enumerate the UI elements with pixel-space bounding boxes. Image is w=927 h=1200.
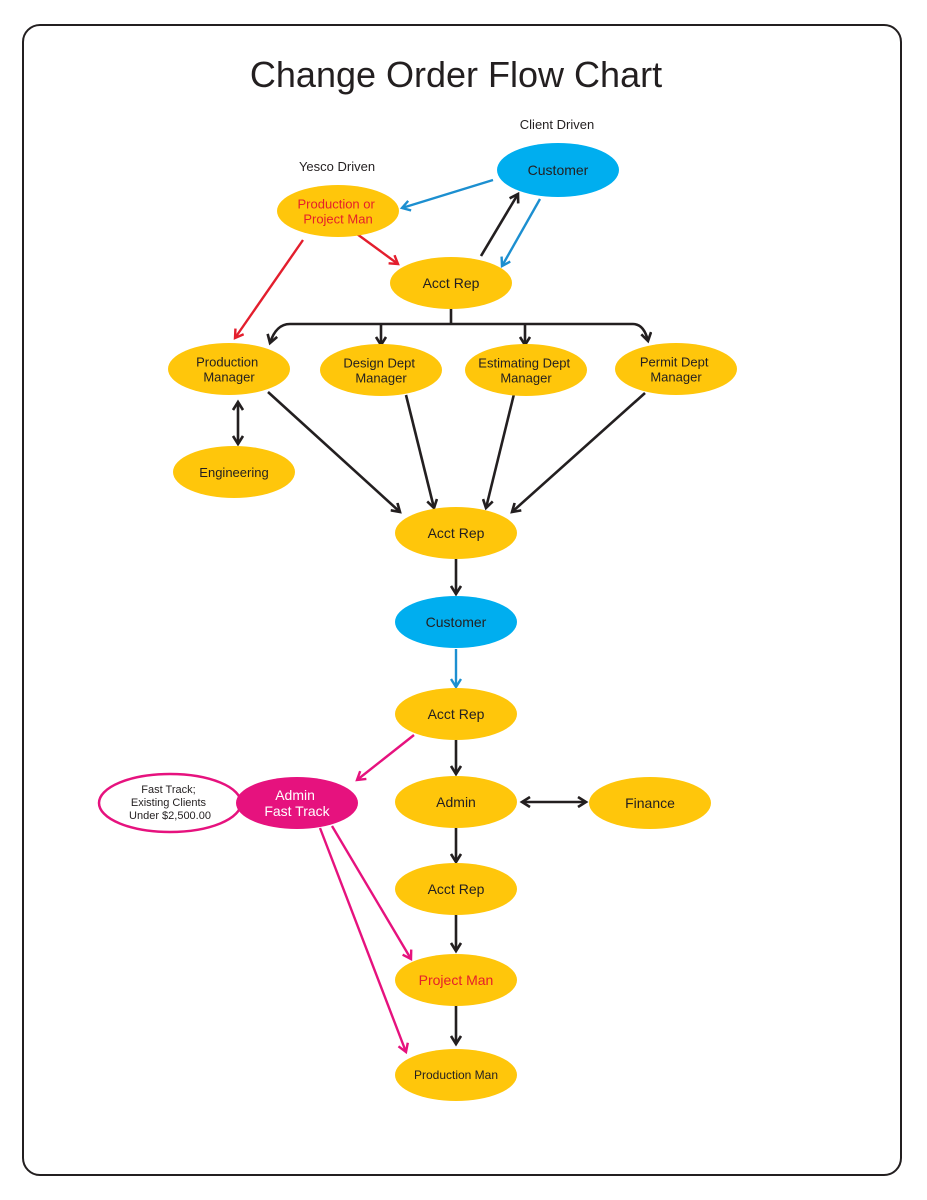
- node-admin-fast-track: Admin Fast Track: [236, 777, 358, 829]
- design-dept-line-2: Manager: [355, 370, 407, 385]
- svg-text:Estimating Dept Manage: Estimating Dept Manager: [478, 355, 573, 385]
- svg-text:Acct Rep: Acct Rep: [428, 881, 485, 897]
- connectors: [235, 178, 648, 1052]
- node-design-dept-manager: Design Dept Manager: [320, 344, 442, 396]
- svg-text:Acct Rep: Acct Rep: [428, 525, 485, 541]
- svg-text:Project Man: Project Man: [419, 972, 494, 988]
- acct-rep-3-label: Acct Rep: [428, 706, 485, 722]
- page-title: Change Order Flow Chart: [250, 54, 662, 95]
- node-finance: Finance: [589, 777, 711, 829]
- node-permit-dept-manager: Permit Dept Manager: [615, 343, 737, 395]
- estimating-dept-line-1: Estimating Dept: [478, 355, 570, 370]
- node-acct-rep-2: Acct Rep: [395, 507, 517, 559]
- svg-text:Customer: Customer: [426, 614, 487, 630]
- caption-client-driven: Client Driven: [520, 117, 594, 132]
- node-engineering: Engineering: [173, 446, 295, 498]
- arrow-fast-track-to-production-man: [318, 827, 406, 1052]
- node-acct-rep-1: Acct Rep: [390, 257, 512, 309]
- arrow-prod-or-pm-to-acct-rep-1: [356, 233, 398, 264]
- svg-text:Customer: Customer: [528, 162, 589, 178]
- svg-text:Design Dept Manager: Design Dept Manager: [343, 355, 418, 385]
- finance-label: Finance: [625, 795, 675, 811]
- caption-yesco-driven: Yesco Driven: [299, 159, 375, 174]
- arrow-bar-to-production-manager: [270, 322, 291, 343]
- node-admin: Admin: [395, 776, 517, 828]
- permit-dept-line-2: Manager: [650, 369, 702, 384]
- customer-mid-label: Customer: [426, 614, 487, 630]
- acct-rep-1-label: Acct Rep: [423, 275, 480, 291]
- fast-track-note-line-3: Under $2,500.00: [129, 810, 211, 822]
- node-production-manager: Production Manager: [168, 343, 290, 395]
- arrow-customer-to-prod-or-pm: [402, 178, 494, 208]
- arrow-bar-to-permit-dept: [632, 322, 648, 341]
- admin-fast-track-line-1: Admin: [275, 787, 315, 803]
- svg-text:Permit Dept Manager: Permit Dept Manager: [640, 354, 712, 384]
- node-production-man: Production Man: [395, 1049, 517, 1101]
- node-acct-rep-4: Acct Rep: [395, 863, 517, 915]
- admin-label: Admin: [436, 794, 476, 810]
- arrow-acct-rep-3-to-admin-fast-track: [357, 734, 415, 780]
- permit-dept-line-1: Permit Dept: [640, 354, 709, 369]
- estimating-dept-line-2: Manager: [500, 370, 552, 385]
- engineering-label: Engineering: [199, 465, 268, 480]
- arrow-fast-track-to-project-man: [330, 825, 411, 959]
- node-project-man: Project Man: [395, 954, 517, 1006]
- node-customer-mid: Customer: [395, 596, 517, 648]
- arrow-prod-or-pm-to-production-manager: [235, 239, 304, 338]
- nodes: Customer Production or Project Man Acct …: [97, 143, 737, 1101]
- svg-text:Admin Fast Track: Admin Fast Track: [264, 787, 330, 819]
- node-estimating-dept-manager: Estimating Dept Manager: [465, 344, 587, 396]
- svg-text:Acct Rep: Acct Rep: [428, 706, 485, 722]
- acct-rep-2-label: Acct Rep: [428, 525, 485, 541]
- prod-or-pm-line-2: Project Man: [303, 211, 372, 226]
- svg-text:Production or Project: Production or Project Man: [298, 196, 379, 226]
- diagram-frame: [22, 24, 902, 1176]
- svg-text:Fast Track; Existing C: Fast Track; Existing Clients Under $2,50…: [129, 784, 211, 822]
- svg-text:Production Man: Production Man: [414, 1068, 498, 1082]
- production-manager-line-1: Production: [196, 354, 258, 369]
- design-dept-line-1: Design Dept: [343, 355, 415, 370]
- customer-top-label: Customer: [528, 162, 589, 178]
- svg-text:Admin: Admin: [436, 794, 476, 810]
- fast-track-note-line-2: Existing Clients: [131, 797, 207, 809]
- arrow-design-dept-to-acct-rep-2: [404, 394, 434, 508]
- svg-text:Production Manager: Production Manager: [196, 354, 262, 384]
- fast-track-note-line-1: Fast Track;: [141, 784, 195, 796]
- arrow-permit-dept-to-acct-rep-2: [512, 392, 646, 512]
- admin-fast-track-line-2: Fast Track: [264, 803, 330, 819]
- arrow-production-manager-to-acct-rep-2: [267, 391, 400, 512]
- node-prod-or-pm: Production or Project Man: [277, 185, 399, 237]
- production-manager-line-2: Manager: [203, 369, 255, 384]
- svg-text:Finance: Finance: [625, 795, 675, 811]
- acct-rep-4-label: Acct Rep: [428, 881, 485, 897]
- node-customer-top: Customer: [497, 143, 619, 197]
- production-man-label: Production Man: [414, 1068, 498, 1082]
- project-man-label: Project Man: [419, 972, 494, 988]
- svg-text:Acct Rep: Acct Rep: [423, 275, 480, 291]
- node-fast-track-note: Fast Track; Existing Clients Under $2,50…: [97, 772, 243, 834]
- node-acct-rep-3: Acct Rep: [395, 688, 517, 740]
- arrow-acct-rep-1-to-customer: [479, 194, 518, 257]
- prod-or-pm-line-1: Production or: [298, 196, 376, 211]
- arrow-customer-to-acct-rep-1: [502, 198, 542, 266]
- arrow-estimating-dept-to-acct-rep-2: [486, 393, 516, 508]
- svg-text:Engineering: Engineering: [199, 465, 268, 480]
